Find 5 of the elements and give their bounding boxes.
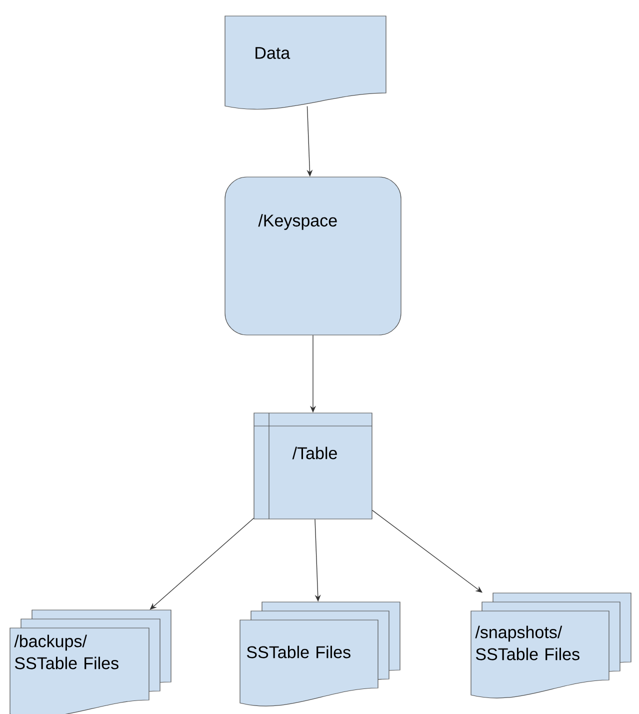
table-box: /Table	[254, 412, 372, 520]
rounded-box: /Keyspace	[224, 176, 402, 336]
document-stack: SSTable Files	[240, 602, 400, 706]
document-stack: /snapshots/ SSTable Files	[470, 592, 632, 698]
document-stack: /backups/ SSTable Files	[10, 610, 172, 714]
